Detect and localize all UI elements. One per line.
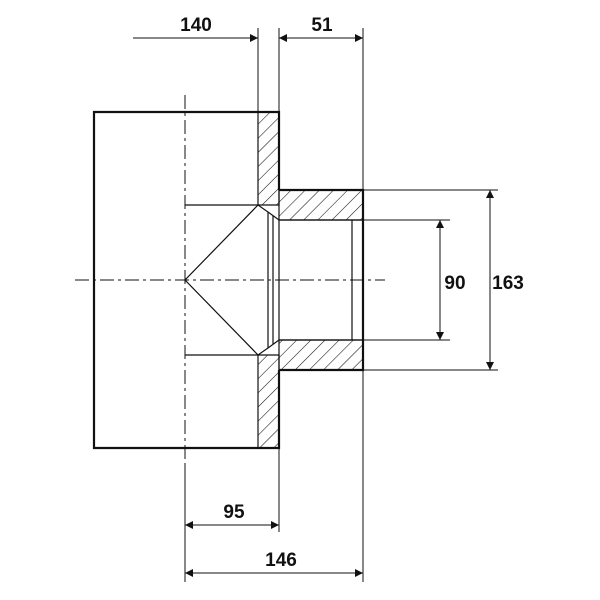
hatch-wall-bottom: [257, 354, 280, 449]
extension-lines: [184, 28, 498, 582]
hatch-wall-top: [257, 111, 280, 206]
center-lines: [75, 95, 385, 465]
dim-label-top-right: 51: [311, 15, 333, 36]
dim-label-bottom-short: 95: [223, 502, 245, 523]
hatch-branch-top: [278, 189, 364, 221]
dimension-lines: [133, 34, 494, 577]
dim-label-top-left: 140: [180, 15, 212, 36]
hatch-branch-bottom: [278, 339, 364, 371]
section-hatching: [257, 111, 364, 449]
dim-label-inner-diameter: 90: [444, 273, 465, 294]
dim-label-bottom-long: 146: [265, 550, 297, 571]
dim-label-outer-diameter: 163: [492, 273, 524, 294]
dimension-labels: 140 51 90 163 95 146: [180, 15, 524, 571]
